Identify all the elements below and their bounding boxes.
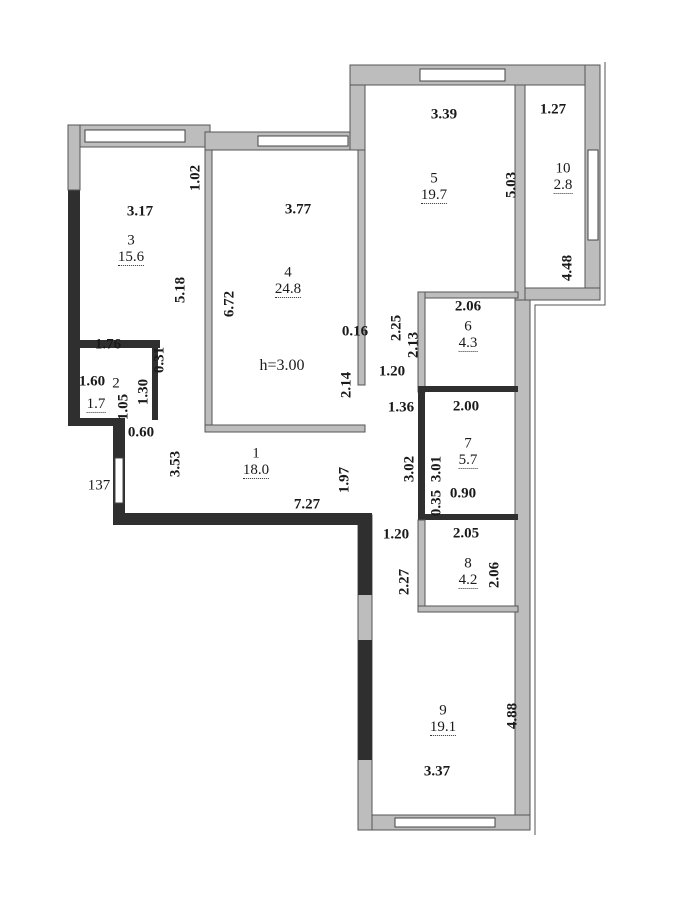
dimension-label: 1.27 bbox=[539, 101, 567, 118]
room-number: 2 bbox=[112, 375, 120, 392]
wall-room9-left-dark bbox=[358, 515, 372, 595]
dimension-label: 1.05 bbox=[115, 393, 132, 421]
room-area: 24.8 bbox=[274, 281, 302, 298]
wall-room2-top bbox=[68, 340, 160, 348]
dimension-label: 5.18 bbox=[172, 276, 189, 304]
room-number: 7 bbox=[464, 435, 472, 452]
dimension-label: 2.25 bbox=[388, 314, 405, 342]
wall-room7-left bbox=[418, 390, 425, 520]
dimension-label: 0.90 bbox=[449, 485, 477, 502]
wall-room9-left-dark-lower bbox=[358, 640, 372, 760]
dimension-label: 0.31 bbox=[151, 346, 168, 374]
room-number: 9 bbox=[439, 702, 447, 719]
room-number: 1 bbox=[252, 445, 260, 462]
dimension-label: 1.60 bbox=[78, 373, 106, 390]
dimension-label: 5.03 bbox=[503, 171, 520, 199]
window-room10 bbox=[587, 149, 599, 241]
room-number: 3 bbox=[127, 232, 135, 249]
dimension-label: 2.00 bbox=[452, 398, 480, 415]
window-room5 bbox=[419, 68, 506, 82]
wall-room3-left bbox=[68, 190, 80, 340]
room-area: 19.7 bbox=[420, 187, 448, 204]
wall-room4-room5 bbox=[357, 149, 366, 386]
wall-room3-room4 bbox=[204, 149, 213, 433]
dimension-label: 7.27 bbox=[293, 496, 321, 513]
dimension-label: 0.60 bbox=[127, 424, 155, 441]
dimension-label: 0.35 bbox=[428, 489, 445, 517]
wall-room8-left bbox=[417, 519, 426, 613]
wall-room2-bottom bbox=[68, 418, 125, 426]
dimension-label: 2.13 bbox=[405, 331, 422, 359]
dimension-label: 3.17 bbox=[126, 203, 154, 220]
dimension-label: 2.05 bbox=[452, 525, 480, 542]
wall-room6-top bbox=[417, 291, 519, 299]
dimension-label: 2.14 bbox=[338, 371, 355, 399]
dimension-label: 6.72 bbox=[221, 290, 238, 318]
room-area: 4.3 bbox=[458, 335, 478, 352]
wall-room7-room8 bbox=[418, 514, 518, 520]
room-number: 5 bbox=[430, 170, 438, 187]
dimension-label: 2.06 bbox=[454, 298, 482, 315]
room-area: 18.0 bbox=[242, 462, 270, 479]
wall-room2-right bbox=[152, 340, 158, 420]
dimension-label: 1.20 bbox=[382, 526, 410, 543]
wall-room2-left bbox=[68, 345, 80, 425]
room-area: 1.7 bbox=[86, 396, 106, 413]
dimension-label: 1.20 bbox=[378, 363, 406, 380]
dimension-label: 1.30 bbox=[135, 378, 152, 406]
dimension-label: 3.01 bbox=[428, 455, 445, 483]
dimension-label: 3.77 bbox=[284, 201, 312, 218]
dimension-label: 0.16 bbox=[341, 323, 369, 340]
dimension-label: 3.02 bbox=[401, 455, 418, 483]
room-number: 6 bbox=[464, 318, 472, 335]
window-room4 bbox=[257, 135, 349, 147]
dimension-label: 1.02 bbox=[187, 164, 204, 192]
dimension-label: 2.27 bbox=[396, 568, 413, 596]
wall-room10-bottom bbox=[514, 287, 601, 301]
room-area: 19.1 bbox=[429, 719, 457, 736]
dimension-label: 1.36 bbox=[387, 399, 415, 416]
room-area: 4.2 bbox=[458, 572, 478, 589]
room-number: 4 bbox=[284, 264, 292, 281]
wall-right-corridor bbox=[514, 299, 531, 831]
dimension-label: 3.53 bbox=[167, 450, 184, 478]
window-room3 bbox=[84, 129, 186, 143]
window-room1 bbox=[114, 457, 124, 504]
dimension-label: 4.48 bbox=[559, 254, 576, 282]
ceiling-height-label: h=3.00 bbox=[259, 357, 305, 374]
dimension-label: 4.88 bbox=[504, 702, 521, 730]
wall-room3-left-top bbox=[67, 124, 81, 191]
dimension-label: 1.76 bbox=[94, 336, 122, 353]
room-area: 2.8 bbox=[553, 177, 573, 194]
room-area: 15.6 bbox=[117, 249, 145, 266]
outer-line bbox=[534, 62, 606, 835]
wall-room8-bottom bbox=[417, 605, 519, 613]
dimension-label: 3.39 bbox=[430, 106, 458, 123]
dimension-label: 1.97 bbox=[336, 466, 353, 494]
wall-room6-room7 bbox=[418, 386, 518, 392]
wall-room4-bottom bbox=[204, 424, 366, 433]
wall-room1-bottom bbox=[113, 513, 372, 525]
room-area: 5.7 bbox=[458, 452, 478, 469]
window-room9 bbox=[394, 817, 496, 828]
dimension-label: 2.06 bbox=[486, 561, 503, 589]
dimension-label: 3.37 bbox=[423, 763, 451, 780]
room-number: 8 bbox=[464, 555, 472, 572]
dimension-label: 137 bbox=[87, 477, 111, 494]
room-number: 10 bbox=[555, 160, 571, 177]
